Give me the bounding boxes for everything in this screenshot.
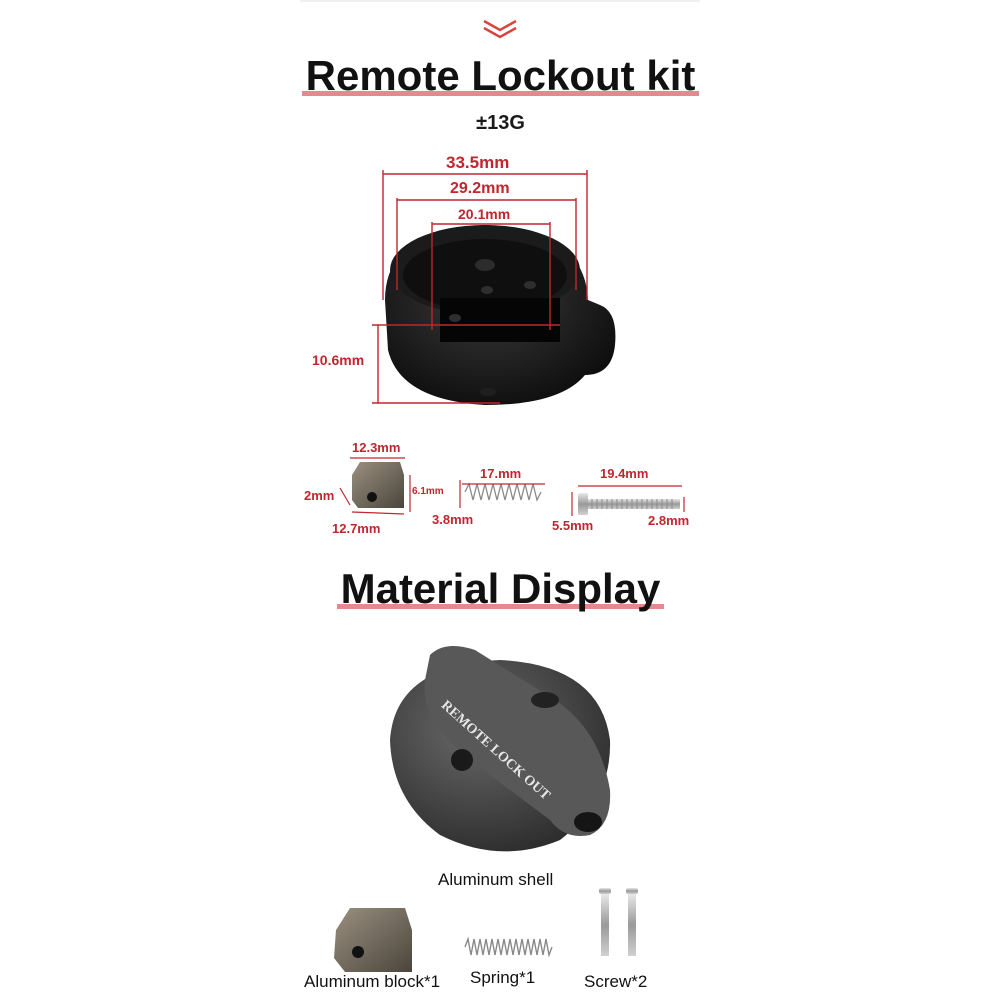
dim-outer: 33.5mm bbox=[446, 153, 510, 172]
dim-height: 10.6mm bbox=[312, 352, 365, 368]
section-title-kit: Remote Lockout kit bbox=[301, 52, 700, 99]
dim-screw-head: 5.5mm bbox=[552, 518, 594, 533]
aluminum-block-image bbox=[334, 908, 412, 972]
top-divider bbox=[300, 0, 700, 2]
dim-screw-length: 19.4mm bbox=[600, 466, 649, 481]
aluminum-shell-image bbox=[390, 646, 611, 852]
dim-block-length: 12.3mm bbox=[352, 440, 401, 455]
screws-image bbox=[599, 888, 638, 956]
double-chevron-down-icon bbox=[483, 19, 517, 39]
caption-block: Aluminum block*1 bbox=[304, 972, 441, 991]
dim-spring-length: 17.mm bbox=[480, 466, 522, 481]
weight-label: ±13G bbox=[476, 112, 525, 134]
screw-spec-image bbox=[578, 493, 680, 515]
dim-block-hole: 2mm bbox=[304, 488, 335, 503]
caption-spring: Spring*1 bbox=[470, 968, 536, 987]
black-shell-image bbox=[385, 225, 616, 405]
dim-block-height: 6.1mm bbox=[412, 486, 444, 497]
caption-shell: Aluminum shell bbox=[438, 870, 554, 889]
aluminum-block-spec-image bbox=[352, 462, 404, 508]
dim-spring-diameter: 3.8mm bbox=[432, 512, 474, 527]
spring-image bbox=[464, 936, 553, 958]
dim-middle: 29.2mm bbox=[450, 180, 510, 197]
spring-spec-image bbox=[464, 482, 542, 502]
dim-inner: 20.1mm bbox=[458, 206, 511, 222]
dim-block-width: 12.7mm bbox=[332, 521, 381, 536]
dim-screw-thread: 2.8mm bbox=[648, 513, 690, 528]
section-title-material: Material Display bbox=[336, 565, 665, 612]
caption-screw: Screw*2 bbox=[584, 972, 648, 991]
